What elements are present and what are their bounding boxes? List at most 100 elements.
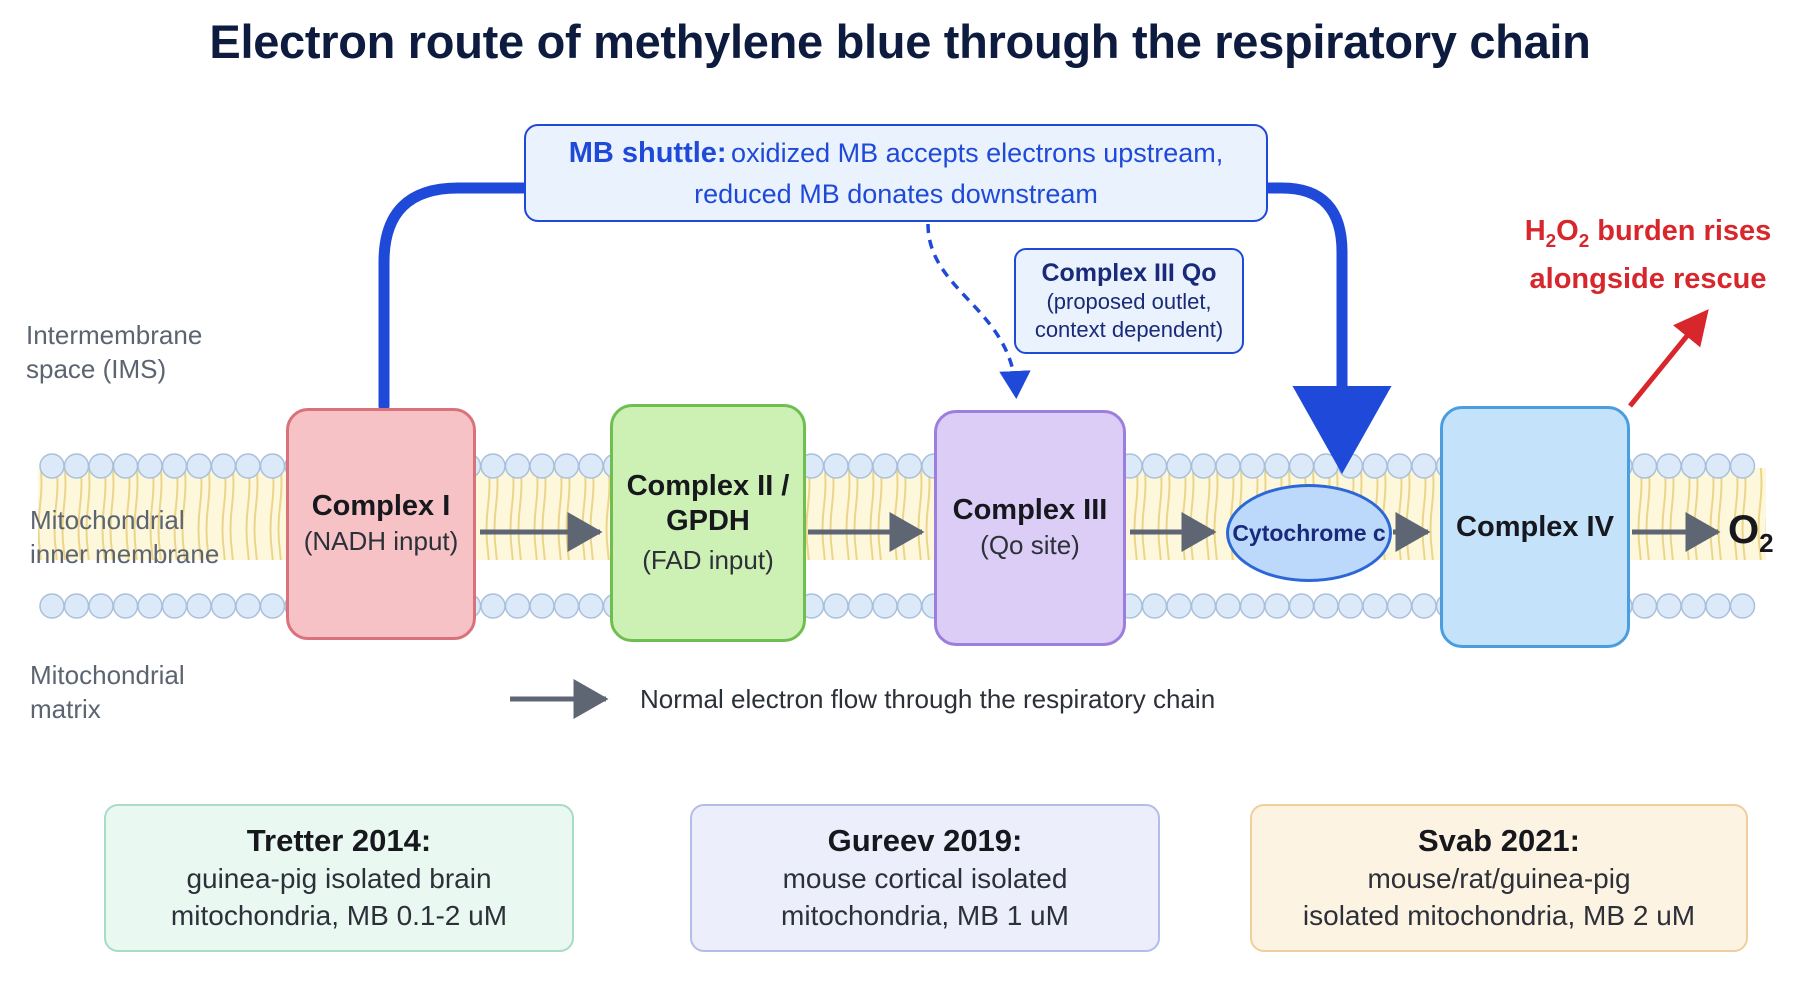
oxygen-label: O2 xyxy=(1728,508,1774,558)
qo-note-line3: context dependent) xyxy=(1034,317,1224,342)
lipid-head xyxy=(1288,453,1315,479)
lipid-head xyxy=(1215,593,1241,619)
lipid-head xyxy=(1705,593,1731,619)
lipid-head xyxy=(1313,453,1339,479)
lipid-head xyxy=(1288,593,1315,619)
lipid-head xyxy=(823,453,849,479)
region-label-ims: Intermembrane space (IMS) xyxy=(26,320,203,384)
study-line: mitochondria, MB 1 uM xyxy=(781,900,1069,931)
complex-i-name: Complex I xyxy=(311,490,451,522)
lipid-head xyxy=(137,593,163,619)
lipid-head xyxy=(1190,453,1217,479)
complex-iii-sub: (Qo site) xyxy=(980,530,1080,560)
lipid-head xyxy=(88,453,114,479)
lipid-head xyxy=(529,593,555,619)
lipid-head xyxy=(1239,593,1266,619)
complex-ii-sub: (FAD input) xyxy=(642,544,774,575)
lipid-head xyxy=(88,593,114,619)
study-line: mitochondria, MB 0.1-2 uM xyxy=(170,900,508,931)
lipid-head xyxy=(896,593,923,619)
lipid-head xyxy=(1337,593,1364,619)
lipid-head xyxy=(63,453,90,479)
study-tretter-2014: Tretter 2014: guinea-pig isolated brain … xyxy=(104,804,574,952)
study-gureev-2019: Gureev 2019: mouse cortical isolated mit… xyxy=(690,804,1160,952)
study-line: mouse/rat/guinea-pig xyxy=(1367,863,1631,894)
mb-shuttle-box: MB shuttle: oxidized MB accepts electron… xyxy=(524,124,1268,222)
lipid-head xyxy=(1631,593,1658,619)
cytochrome-c: Cytochrome c xyxy=(1226,484,1392,582)
lipid-head xyxy=(186,453,212,479)
lipid-head xyxy=(529,453,555,479)
lipid-head xyxy=(235,593,261,619)
lipid-head xyxy=(1411,593,1437,619)
lipid-head xyxy=(1239,453,1266,479)
qo-dashed-arrow xyxy=(926,223,1031,399)
lipid-head xyxy=(1264,453,1290,479)
complex-ii-gpdh: Complex II / GPDH (FAD input) xyxy=(610,404,806,642)
lipid-head xyxy=(847,453,874,479)
lipid-head xyxy=(1656,453,1682,479)
lipid-head xyxy=(578,453,604,479)
lipid-head xyxy=(823,593,849,619)
lipid-head xyxy=(1680,453,1707,479)
legend-normal-flow: Normal electron flow through the respira… xyxy=(640,684,1216,714)
lipid-head xyxy=(210,593,237,619)
lipid-head xyxy=(1386,453,1413,479)
lipid-head xyxy=(235,453,261,479)
study-title: Gureev 2019: xyxy=(827,823,1023,858)
region-label-inner-membrane: Mitochondrial inner membrane xyxy=(30,505,220,569)
lipid-head xyxy=(1705,453,1731,479)
lipid-head xyxy=(1680,593,1707,619)
mb-shuttle-text-line2: reduced MB donates downstream xyxy=(694,178,1098,209)
qo-note-title: Complex III Qo xyxy=(1041,259,1217,287)
complex-ii-name-line2: GPDH xyxy=(666,504,750,537)
complex-i-sub: (NADH input) xyxy=(303,526,459,556)
lipid-head xyxy=(112,593,139,619)
lipid-head xyxy=(39,453,65,479)
lipid-head xyxy=(1141,593,1168,619)
lipid-head xyxy=(259,593,286,619)
lipid-head xyxy=(1362,593,1388,619)
lipid-head xyxy=(137,453,163,479)
study-svab-2021: Svab 2021: mouse/rat/guinea-pig isolated… xyxy=(1250,804,1748,952)
lipid-head xyxy=(1386,593,1413,619)
complex-i: Complex I (NADH input) xyxy=(286,408,476,640)
lipid-head xyxy=(210,453,237,479)
lipid-head xyxy=(1337,453,1364,479)
lipid-head xyxy=(847,593,874,619)
complex-iii: Complex III (Qo site) xyxy=(934,410,1126,646)
lipid-head xyxy=(504,593,531,619)
lipid-head xyxy=(553,593,580,619)
study-line: isolated mitochondria, MB 2 uM xyxy=(1302,900,1696,931)
complex-iii-name: Complex III xyxy=(952,494,1108,526)
lipid-head xyxy=(504,453,531,479)
qo-note-box: Complex III Qo (proposed outlet, context… xyxy=(1014,248,1244,354)
h2o2-arrow xyxy=(1628,309,1709,408)
study-line: guinea-pig isolated brain xyxy=(186,863,492,894)
lipid-head xyxy=(112,453,139,479)
lipid-head xyxy=(63,593,90,619)
complex-iv: Complex IV xyxy=(1440,406,1630,648)
lipid-head xyxy=(39,593,65,619)
lipid-head xyxy=(1411,453,1437,479)
study-title: Svab 2021: xyxy=(1418,823,1580,858)
shuttle-uptake-arrow xyxy=(378,182,532,412)
study-line: mouse cortical isolated xyxy=(782,863,1068,894)
shuttle-donation-arrow xyxy=(1262,182,1392,474)
lipid-head xyxy=(1729,453,1756,479)
lipid-head xyxy=(896,453,923,479)
page-title: Electron route of methylene blue through… xyxy=(209,15,1591,68)
cytochrome-c-label: Cytochrome c xyxy=(1232,519,1386,546)
mb-shuttle-title: MB shuttle: xyxy=(568,136,727,169)
lipid-head xyxy=(872,453,898,479)
h2o2-note: H2O2 burden rises alongside rescue xyxy=(1524,215,1772,295)
complex-iv-name: Complex IV xyxy=(1456,510,1614,543)
lipid-head xyxy=(186,593,212,619)
lipid-head xyxy=(553,453,580,479)
lipid-head xyxy=(1141,453,1168,479)
lipid-head xyxy=(1166,593,1192,619)
lipid-head xyxy=(1656,593,1682,619)
lipid-head xyxy=(872,593,898,619)
lipid-head xyxy=(259,453,286,479)
lipid-head xyxy=(161,593,188,619)
